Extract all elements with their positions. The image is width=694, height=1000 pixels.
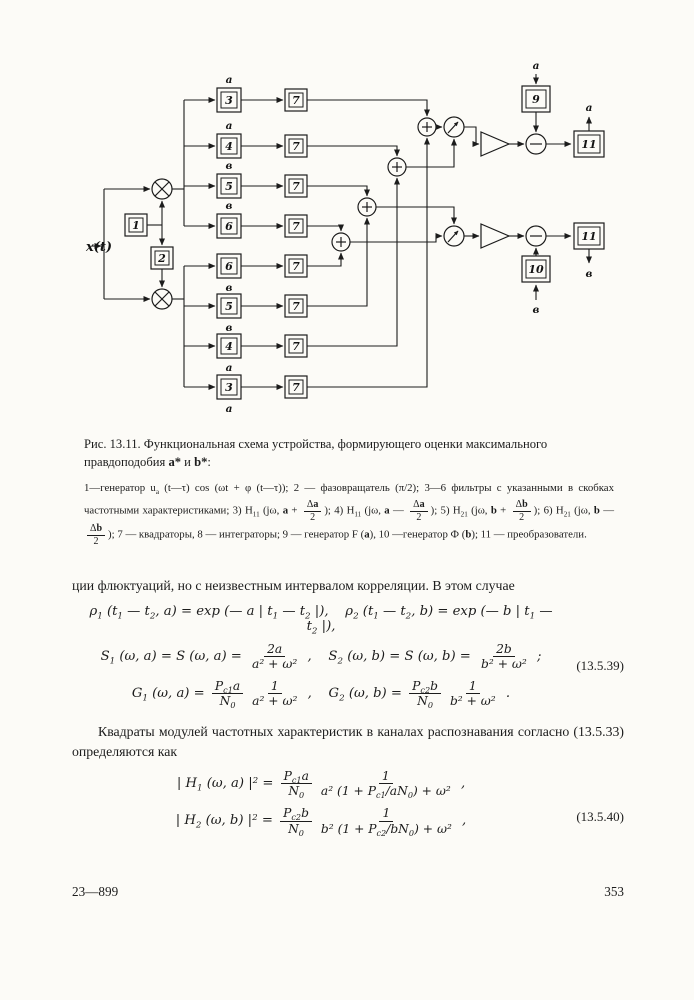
output-letter: а xyxy=(586,102,593,114)
equation-number: (13.5.40) xyxy=(576,809,624,825)
diagram-wires xyxy=(92,74,592,390)
figure-13-11: x(t) 1 2 3 4 5 6 6 5 4 3 7 7 7 7 7 7 7 7… xyxy=(84,54,644,437)
filter-label: 3 xyxy=(225,381,233,394)
diagram-nodes xyxy=(124,85,605,400)
squarer-label: 7 xyxy=(292,220,300,233)
channel-letter: а xyxy=(226,403,233,415)
paragraph-2: Квадраты модулей частотных характеристик… xyxy=(72,724,624,759)
block-1-label: 1 xyxy=(132,219,140,232)
page-number: 353 xyxy=(604,884,624,899)
diagram-labels: x(t) 1 2 3 4 5 6 6 5 4 3 7 7 7 7 7 7 7 7… xyxy=(85,60,597,415)
filter-label: 5 xyxy=(225,180,233,193)
channel-letter: в xyxy=(226,322,233,334)
generator-input-letter: в xyxy=(533,304,540,316)
squarer-label: 7 xyxy=(292,340,300,353)
block-10-label: 10 xyxy=(528,263,544,276)
squarer-label: 7 xyxy=(292,94,300,107)
block-2-label: 2 xyxy=(157,252,166,265)
amplifier-triangle xyxy=(480,131,511,157)
squarer-label: 7 xyxy=(292,180,300,193)
amplifier-triangle xyxy=(480,223,511,249)
squarer-label: 7 xyxy=(292,140,300,153)
filter-label: 6 xyxy=(225,220,233,233)
equation-block-13-5-39: ρ1 (t1 — t2, a) = exp (— a | t1 — t2 |),… xyxy=(72,603,624,711)
equation-number: (13.5.39) xyxy=(576,657,624,673)
filter-label: 6 xyxy=(225,260,233,273)
input-signal-label: x(t) xyxy=(85,240,112,255)
figure-caption-title: Рис. 13.11. Функциональная схема устройс… xyxy=(84,437,548,469)
squarer-label: 7 xyxy=(292,300,300,313)
block-diagram: x(t) 1 2 3 4 5 6 6 5 4 3 7 7 7 7 7 7 7 7… xyxy=(85,60,605,415)
filter-label: 4 xyxy=(225,140,233,153)
channel-letter: в xyxy=(226,282,233,294)
channel-letter: а xyxy=(226,120,233,132)
print-signature: 23—899 xyxy=(72,884,119,899)
block-9-label: 9 xyxy=(532,93,540,106)
generator-input-letter: а xyxy=(533,60,540,72)
channel-letter: в xyxy=(226,160,233,172)
filter-label: 4 xyxy=(225,340,233,353)
paragraph-continuation: ции флюктуаций, но с неизвестным интерва… xyxy=(72,578,515,593)
squarer-label: 7 xyxy=(292,381,300,394)
page-footer: 23—899 353 xyxy=(72,884,624,900)
block-11-label: 11 xyxy=(581,138,596,151)
output-letter: в xyxy=(586,268,593,280)
squarer-label: 7 xyxy=(292,260,300,273)
channel-letter: а xyxy=(226,362,233,374)
channel-letter: в xyxy=(226,200,233,212)
filter-label: 5 xyxy=(225,300,233,313)
equation: ρ1 (t1 — t2, a) = exp (— a | t1 — t2 |),… xyxy=(89,603,553,637)
filter-label: 3 xyxy=(225,94,233,107)
channel-letter: а xyxy=(226,74,233,86)
figure-caption-legend: 1—генератор uа (t—τ) cos (ωt + φ (t—τ));… xyxy=(84,482,615,547)
page-body: ции флюктуаций, но с неизвестным интерва… xyxy=(72,576,624,844)
block-11-label: 11 xyxy=(581,230,596,243)
figure-caption: Рис. 13.11. Функциональная схема устройс… xyxy=(84,436,614,547)
